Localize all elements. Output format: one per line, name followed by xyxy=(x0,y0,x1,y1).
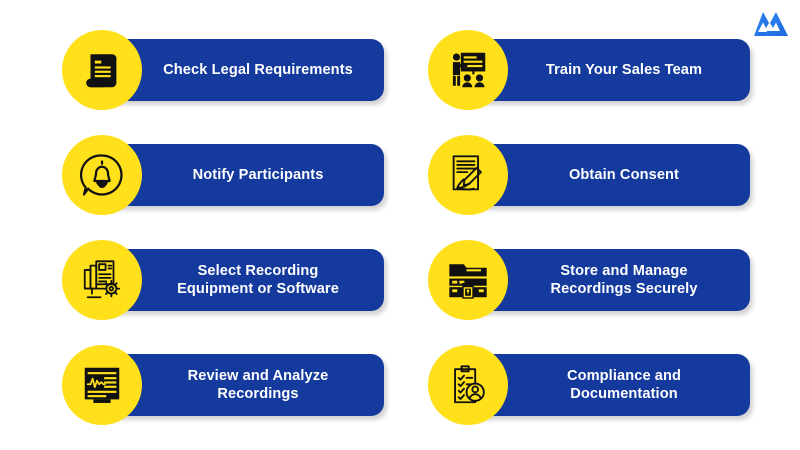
brand-logo xyxy=(754,10,788,38)
step-label: Select Recording Equipment or Software xyxy=(177,262,339,297)
step-item-store-and-manage-recordings-securely[interactable]: Store and Manage Recordings Securely xyxy=(428,240,758,322)
step-badge xyxy=(428,240,508,320)
bell-notification-icon xyxy=(79,154,123,196)
step-item-select-recording-equipment-or-software[interactable]: Select Recording Equipment or Software xyxy=(62,240,392,322)
step-pill[interactable]: Notify Participants xyxy=(98,144,384,206)
step-pill[interactable]: Select Recording Equipment or Software xyxy=(98,249,384,311)
step-pill[interactable]: Compliance and Documentation xyxy=(464,354,750,416)
step-label: Check Legal Requirements xyxy=(163,61,353,78)
step-item-review-and-analyze-recordings[interactable]: Review and Analyze Recordings xyxy=(62,345,392,427)
step-badge xyxy=(428,30,508,110)
step-pill[interactable]: Train Your Sales Team xyxy=(464,39,750,101)
step-pill[interactable]: Check Legal Requirements xyxy=(98,39,384,101)
step-item-compliance-and-documentation[interactable]: Compliance and Documentation xyxy=(428,345,758,427)
step-label: Obtain Consent xyxy=(568,166,680,183)
step-badge xyxy=(428,135,508,215)
step-badge xyxy=(62,345,142,425)
clipboard-checklist-person-icon xyxy=(454,365,485,404)
step-badge xyxy=(428,345,508,425)
mountain-logo-icon xyxy=(754,12,788,36)
step-label: Notify Participants xyxy=(192,166,324,183)
step-pill[interactable]: Review and Analyze Recordings xyxy=(98,354,384,416)
step-pill[interactable]: Obtain Consent xyxy=(464,144,750,206)
scroll-document-icon xyxy=(86,54,117,88)
step-badge xyxy=(62,135,142,215)
step-item-obtain-consent[interactable]: Obtain Consent xyxy=(428,135,758,217)
step-pill[interactable]: Store and Manage Recordings Securely xyxy=(464,249,750,311)
presentation-training-icon xyxy=(452,52,486,88)
step-badge xyxy=(62,30,142,110)
step-label: Review and Analyze Recordings xyxy=(187,367,329,402)
computer-gear-icon xyxy=(83,260,121,299)
monitor-waveform-icon xyxy=(84,367,120,403)
step-label: Train Your Sales Team xyxy=(545,61,703,78)
step-item-check-legal-requirements[interactable]: Check Legal Requirements xyxy=(62,30,392,112)
step-badge xyxy=(62,240,142,320)
secure-storage-lock-icon xyxy=(449,264,487,299)
step-item-notify-participants[interactable]: Notify Participants xyxy=(62,135,392,217)
step-item-train-your-sales-team[interactable]: Train Your Sales Team xyxy=(428,30,758,112)
step-label: Store and Manage Recordings Securely xyxy=(550,262,698,297)
step-label: Compliance and Documentation xyxy=(566,367,682,402)
signature-document-icon xyxy=(452,155,482,191)
